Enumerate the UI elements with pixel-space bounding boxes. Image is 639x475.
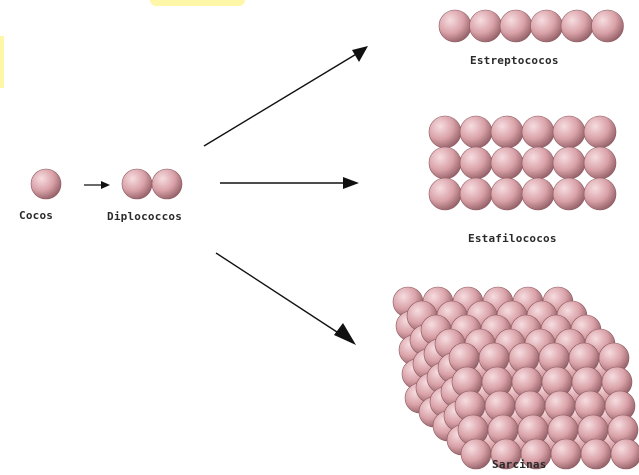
staphylococcus-sphere xyxy=(429,116,461,148)
staphylococcus-sphere xyxy=(491,147,523,179)
sarcina-sphere xyxy=(461,439,491,469)
label-cocos: Cocos xyxy=(19,209,53,222)
label-sarcinas: Sarcinas xyxy=(492,458,547,471)
coccus-sphere xyxy=(31,169,61,199)
staphylococcus-sphere xyxy=(553,116,585,148)
staphylococcus-sphere xyxy=(553,147,585,179)
streptococcus-sphere xyxy=(439,10,471,42)
staphylococcus-sphere xyxy=(522,116,554,148)
staphylococcus-sphere xyxy=(522,178,554,210)
staphylococcus-sphere xyxy=(429,178,461,210)
streptococcus-sphere xyxy=(470,10,502,42)
staphylococcus-sphere xyxy=(429,147,461,179)
sarcina-sphere xyxy=(551,439,581,469)
streptococcus-sphere xyxy=(500,10,532,42)
staphylococcus-sphere xyxy=(460,147,492,179)
sarcina-sphere xyxy=(611,439,639,469)
sarcina-sphere xyxy=(581,439,611,469)
arrow-to-estreptococos xyxy=(204,46,368,146)
label-diplococos: Diplococcos xyxy=(107,210,182,223)
staphylococcus-sphere xyxy=(584,147,616,179)
staphylococcus-sphere xyxy=(460,116,492,148)
staphylococcus-sphere xyxy=(491,116,523,148)
arrow-to-sarcinas xyxy=(216,253,356,345)
arrow-cocos-to-diplococos xyxy=(84,181,110,189)
streptococcus-sphere xyxy=(531,10,563,42)
staphylococcus-sphere xyxy=(584,178,616,210)
arrow-to-estafilococos xyxy=(220,177,359,189)
streptococcus-sphere xyxy=(592,10,624,42)
staphylococcus-sphere xyxy=(491,178,523,210)
staphylococcus-sphere xyxy=(584,116,616,148)
staphylococcus-sphere xyxy=(460,178,492,210)
diplococcus-sphere xyxy=(152,169,182,199)
staphylococcus-sphere xyxy=(522,147,554,179)
streptococcus-sphere xyxy=(561,10,593,42)
label-estafilococos: Estafilococos xyxy=(468,232,557,245)
diplococcus-sphere xyxy=(122,169,152,199)
staphylococcus-sphere xyxy=(553,178,585,210)
label-estreptococos: Estreptococos xyxy=(470,54,559,67)
